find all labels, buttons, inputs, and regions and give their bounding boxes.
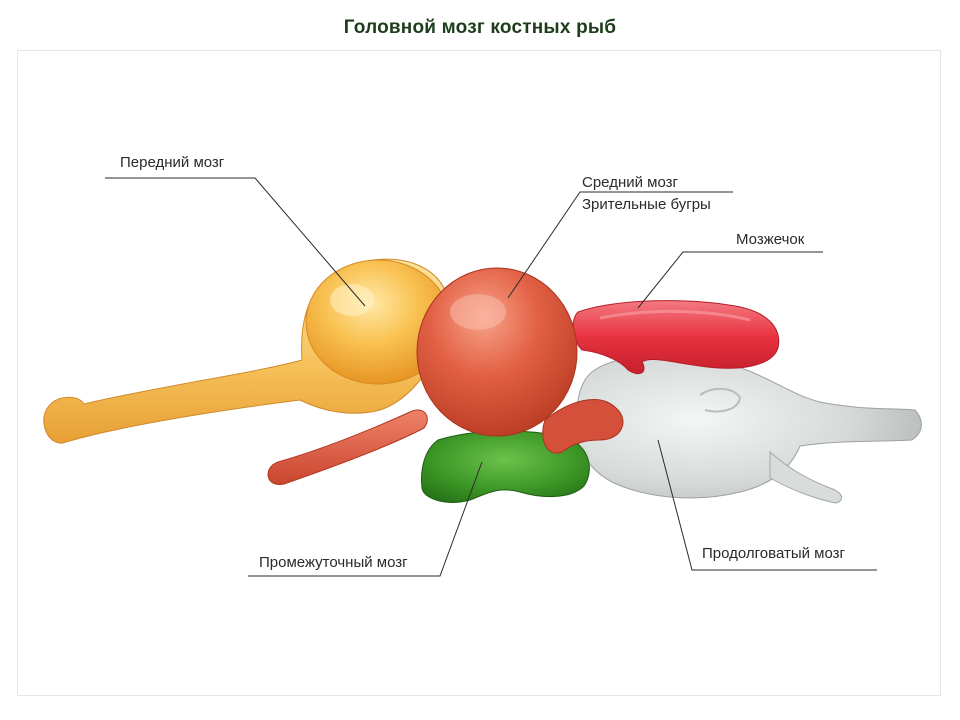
leader-line-forebrain — [105, 177, 366, 307]
label-midbrain: Средний мозг — [582, 174, 678, 191]
cerebellum-shape — [572, 300, 780, 375]
medulla-oblongata-shape — [574, 355, 922, 504]
label-diencephalon: Промежуточный мозг — [259, 554, 408, 571]
leader-line-cerebellum — [637, 251, 823, 309]
label-cerebellum: Мозжечок — [736, 231, 805, 248]
leader-line-midbrain — [507, 191, 733, 299]
label-optic-lobes: Зрительные бугры — [582, 196, 711, 213]
optic-nerve-shape — [267, 409, 428, 485]
leader-line-medulla — [657, 439, 877, 571]
forebrain-shape — [43, 258, 451, 444]
label-forebrain: Передний мозг — [120, 154, 225, 171]
leader-lines — [105, 177, 877, 577]
label-medulla: Продолговатый мозг — [702, 545, 845, 562]
page-title: Головной мозг костных рыб — [343, 17, 617, 38]
midbrain-shape — [416, 267, 624, 454]
leader-line-diencephalon — [248, 461, 483, 577]
